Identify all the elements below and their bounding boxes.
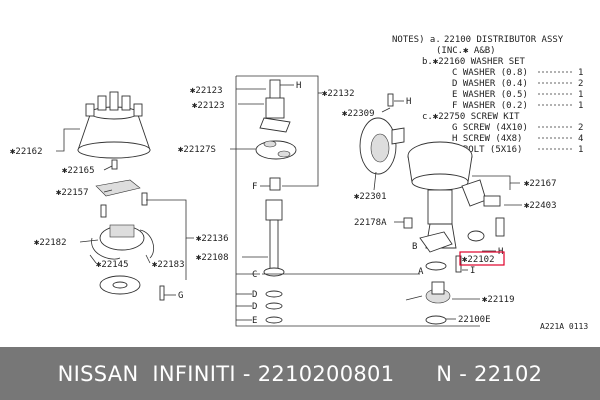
notes-header: NOTES) a.: [392, 35, 441, 45]
label-22182: ✱22182: [34, 238, 67, 248]
label-22165: ✱22165: [62, 166, 95, 176]
drive-gear: [405, 281, 451, 325]
footer-bar: NISSAN INFINITI - 2210200801 N - 22102: [0, 347, 600, 400]
exploded-view: NOTES) a. 22100 DISTRIBUTOR ASSY (INC.✱ …: [10, 35, 588, 331]
highlight-box-22102: [459, 251, 505, 266]
shaft-assembly: [255, 79, 297, 324]
letter-g: G: [178, 291, 183, 301]
distributor-cap: [77, 91, 151, 170]
notes-sub-h: H SCREW (4X8): [452, 134, 522, 144]
notes-line4: c.✱22750 SCREW KIT: [422, 112, 520, 122]
parts-diagram: NOTES) a. 22100 DISTRIBUTOR ASSY (INC.✱ …: [10, 35, 589, 331]
label-22145: ✱22145: [96, 260, 129, 270]
notes-qty-e: 1: [578, 90, 583, 100]
notes-qty-h: 4: [578, 134, 583, 144]
label-22127s: ✱22127S: [178, 145, 216, 155]
notes-sub-f: F WASHER (0.2): [452, 101, 528, 111]
notes-line1: 22100 DISTRIBUTOR ASSY: [444, 35, 564, 45]
part-number-caption: NISSAN INFINITI - 2210200801 N - 22102: [57, 361, 543, 386]
notes-qty-i: 1: [578, 145, 583, 155]
label-22178a: 22178A: [354, 218, 387, 228]
letter-d-2: D: [252, 302, 257, 312]
letter-c: C: [252, 270, 257, 280]
notes-line3: b.✱22160 WASHER SET: [422, 57, 526, 67]
label-22108: ✱22108: [196, 253, 229, 263]
notes-sub-c: C WASHER (0.8): [452, 68, 528, 78]
label-22102: ✱22102: [462, 255, 495, 265]
letter-h-2: H: [406, 97, 411, 107]
notes-line2: (INC.✱ A&B): [436, 46, 496, 56]
letter-b: B: [412, 242, 417, 252]
notes-sub-g: G SCREW (4X10): [452, 123, 528, 133]
diagram-code: A221A 0113: [540, 322, 588, 331]
notes-qty-g: 2: [578, 123, 583, 133]
label-22157: ✱22157: [56, 188, 89, 198]
label-22119: ✱22119: [482, 295, 515, 305]
notes-qty-d: 2: [578, 79, 583, 89]
notes-qty-f: 1: [578, 101, 583, 111]
distributor-housing: [407, 141, 505, 249]
label-22123-a: ✱22123: [190, 86, 223, 96]
letter-a: A: [418, 267, 424, 277]
label-22136: ✱22136: [196, 234, 229, 244]
letter-e: E: [252, 316, 257, 326]
breaker-plate: [359, 93, 405, 175]
letter-f: F: [252, 182, 257, 192]
label-22403: ✱22403: [524, 201, 557, 211]
label-22183: ✱22183: [152, 260, 185, 270]
letter-h-1: H: [296, 81, 301, 91]
letter-i: I: [470, 266, 475, 276]
rotor-head: [95, 179, 141, 197]
notes-sub-i: I BOLT (5X16): [452, 145, 522, 155]
lower-left-assembly: [91, 192, 165, 301]
notes-block: NOTES) a. 22100 DISTRIBUTOR ASSY (INC.✱ …: [392, 35, 583, 155]
notes-sub-d: D WASHER (0.4): [452, 79, 528, 89]
label-22123-b: ✱22123: [192, 101, 225, 111]
label-22162: ✱22162: [10, 147, 43, 157]
label-22301: ✱22301: [354, 192, 387, 202]
label-22309: ✱22309: [342, 109, 375, 119]
letter-d-1: D: [252, 290, 257, 300]
label-22167: ✱22167: [524, 179, 557, 189]
label-22100e: 22100E: [458, 315, 491, 325]
label-22132: ✱22132: [322, 89, 355, 99]
notes-sub-e: E WASHER (0.5): [452, 90, 528, 100]
notes-qty-c: 1: [578, 68, 583, 78]
